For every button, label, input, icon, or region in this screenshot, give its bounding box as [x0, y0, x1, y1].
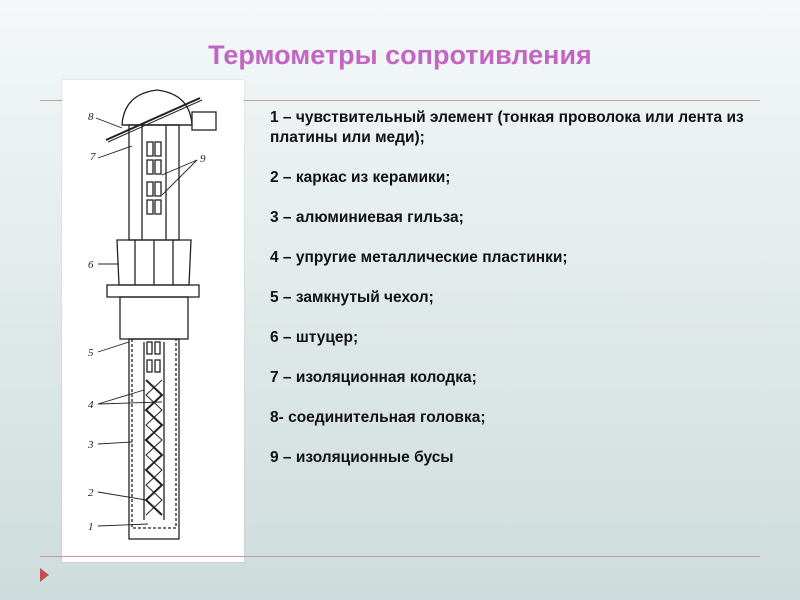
label-1: 1 [88, 521, 94, 533]
connection-head [105, 89, 217, 143]
parts-legend: 1 – чувствительный элемент (тонкая прово… [270, 108, 770, 488]
leader-lines [95, 117, 198, 527]
legend-item: 8- соединительная головка; [270, 409, 486, 426]
label-8: 8 [88, 111, 94, 123]
label-4: 4 [88, 399, 94, 411]
legend-item: 2 – каркас из керамики; [270, 169, 451, 186]
fitting-nut [106, 239, 200, 340]
label-7: 7 [90, 151, 96, 163]
slide-title: Термометры сопротивления [208, 40, 592, 70]
legend-item: 6 – штуцер; [270, 329, 359, 346]
divider-bottom [40, 556, 760, 557]
legend-item: 4 – упругие металлические пластинки; [270, 249, 568, 266]
legend-item: 7 – изоляционная колодка; [270, 369, 477, 386]
label-6: 6 [88, 259, 94, 271]
sheath-tube [128, 338, 180, 540]
label-9: 9 [200, 153, 206, 165]
triangle-right-icon[interactable] [40, 568, 49, 582]
label-3: 3 [87, 439, 94, 451]
label-2: 2 [88, 487, 94, 499]
legend-item: 1 – чувствительный элемент (тонкая прово… [270, 109, 744, 146]
label-5: 5 [88, 347, 94, 359]
neck-tube [128, 124, 180, 241]
thermometer-diagram: 8 7 9 6 5 4 3 2 1 [62, 80, 244, 562]
legend-item: 5 – замкнутый чехол; [270, 289, 434, 306]
divider-top [40, 100, 760, 101]
legend-item: 3 – алюминиевая гильза; [270, 209, 464, 226]
legend-item: 9 – изоляционные бусы [270, 449, 454, 466]
